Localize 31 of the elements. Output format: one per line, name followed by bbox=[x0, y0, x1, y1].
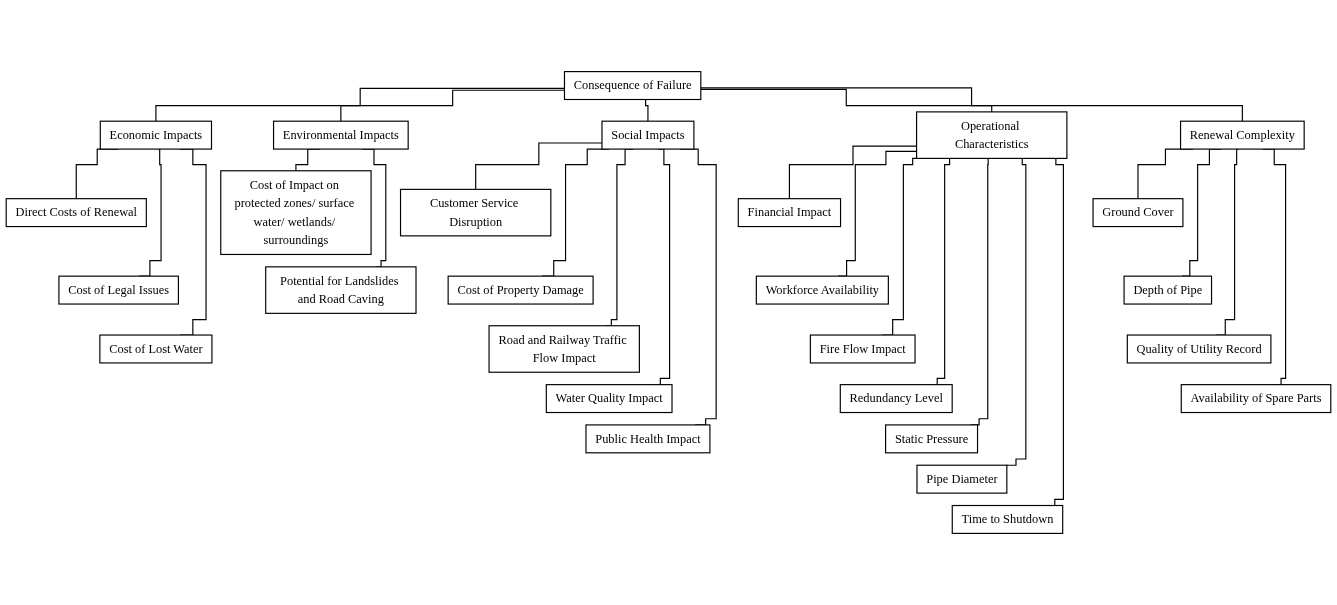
node-box: Fire Flow Impact bbox=[809, 334, 916, 364]
node-box: Redundancy Level bbox=[839, 384, 953, 414]
node-box: Road and Railway Traffic Flow Impact bbox=[488, 325, 640, 373]
node-box: Ground Cover bbox=[1092, 198, 1184, 228]
node-box: Cost of Impact on protected zones/ surface water/ wetlands/ surroundings bbox=[220, 170, 372, 256]
node-box: Financial Impact bbox=[737, 198, 842, 228]
connector bbox=[700, 87, 1243, 122]
node-box: Social Impacts bbox=[601, 120, 695, 150]
node-box: Renewal Complexity bbox=[1179, 120, 1305, 150]
node-box: Customer Service Disruption bbox=[399, 188, 552, 237]
node-box: Workforce Availability bbox=[755, 275, 889, 305]
node-box: Availability of Spare Parts bbox=[1180, 384, 1332, 414]
node-box: Environmental Impacts bbox=[272, 120, 409, 150]
node-box: Quality of Utility Record bbox=[1126, 334, 1272, 364]
node-box: Cost of Property Damage bbox=[447, 275, 594, 305]
connector bbox=[1005, 157, 1027, 466]
node-box: Operational Characteristics bbox=[916, 111, 1068, 159]
node-box: Direct Costs of Renewal bbox=[5, 198, 147, 228]
node-box: Potential for Landslides and Road Caving bbox=[265, 266, 417, 314]
node-box: Water Quality Impact bbox=[545, 384, 673, 414]
connector bbox=[700, 88, 993, 113]
node-box: Pipe Diameter bbox=[916, 464, 1008, 494]
node-box: Cost of Legal Issues bbox=[58, 275, 179, 305]
connector bbox=[642, 98, 649, 122]
node-box: Consequence of Failure bbox=[563, 71, 702, 101]
node-box: Depth of Pipe bbox=[1123, 275, 1213, 305]
node-box: Public Health Impact bbox=[585, 424, 711, 454]
node-box: Static Pressure bbox=[885, 424, 979, 454]
node-box: Time to Shutdown bbox=[951, 504, 1064, 534]
node-box: Economic Impacts bbox=[99, 120, 213, 150]
node-box: Cost of Lost Water bbox=[99, 334, 213, 364]
